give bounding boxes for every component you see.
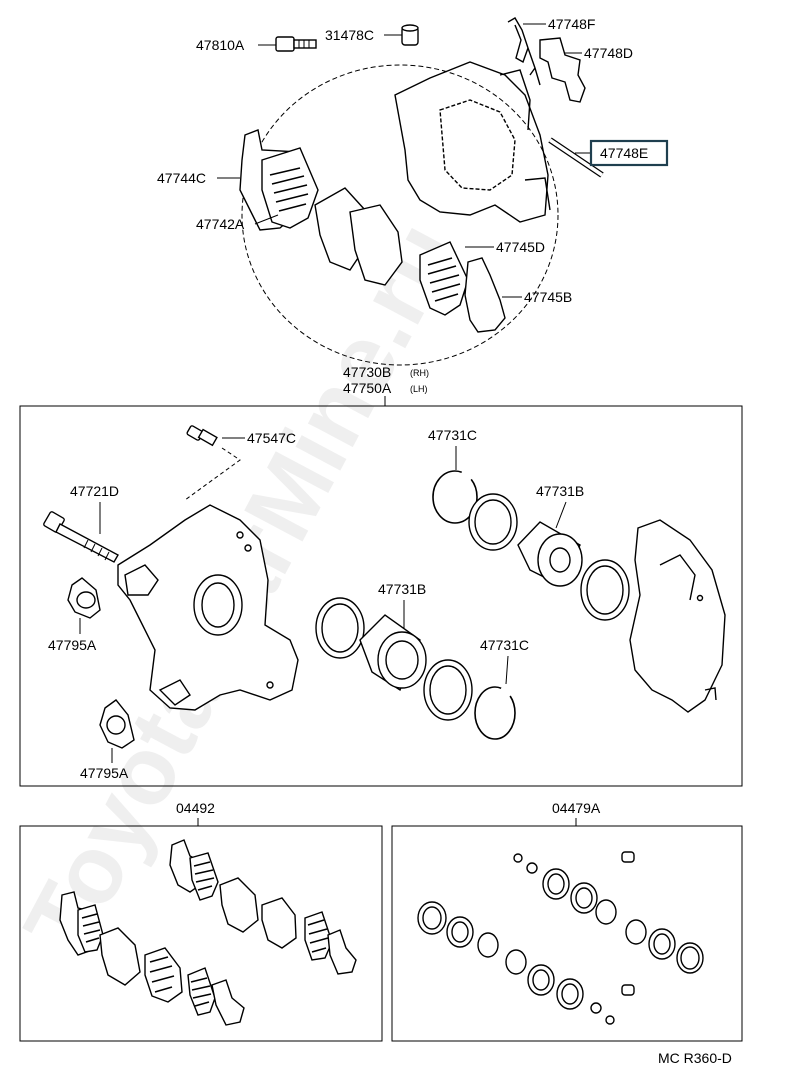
piston-center[interactable]: [359, 614, 427, 692]
kit-ring-2: [625, 919, 647, 945]
kit-small-ring-3: [590, 1002, 602, 1014]
kit-pad-3-hatch: [149, 956, 175, 993]
label-47748E[interactable]: 47748E: [600, 145, 648, 161]
pin-47748E[interactable]: [548, 137, 604, 178]
dust-boot-right[interactable]: [580, 559, 630, 621]
snap-ring-47731C-bottom[interactable]: [474, 686, 516, 740]
label-47748D[interactable]: 47748D: [584, 45, 633, 61]
label-47745D[interactable]: 47745D: [496, 239, 545, 255]
piston-right[interactable]: [517, 521, 583, 587]
label-47745B[interactable]: 47745B: [524, 289, 572, 305]
label-47744C[interactable]: 47744C: [157, 170, 206, 186]
label-47795A-top[interactable]: 47795A: [48, 637, 97, 653]
label-47721D[interactable]: 47721D: [70, 483, 119, 499]
kit-backing-1: [99, 927, 141, 986]
shim-47745B[interactable]: [464, 257, 506, 333]
bleeder-plug-47547C[interactable]: [186, 425, 218, 447]
kit-seal-7: [527, 964, 555, 996]
steering-knuckle: [394, 61, 551, 223]
kit-backing-4: [261, 897, 297, 949]
brake-rotor-outline: [241, 64, 559, 366]
kit-cap-1: [621, 851, 635, 863]
leader-47731B-right: [555, 501, 567, 529]
label-47795A-bottom[interactable]: 47795A: [80, 765, 129, 781]
leader-47731C-bottom: [505, 655, 509, 685]
label-31478C[interactable]: 31478C: [325, 27, 374, 43]
footer-code: MC R360-D: [658, 1050, 732, 1066]
kit-pad-1: [77, 904, 104, 953]
label-47730B[interactable]: 47730B: [343, 364, 391, 380]
brake-pad-backing-inner: [314, 187, 403, 286]
kit-small-ring-4: [605, 1015, 615, 1025]
label-47742A[interactable]: 47742A: [196, 216, 245, 232]
brake-pad-47742A[interactable]: [261, 147, 319, 229]
dust-boot-center[interactable]: [423, 659, 473, 721]
snap-ring-47731C-top[interactable]: [432, 470, 478, 524]
kit-seal-2: [570, 882, 598, 914]
kit-ring-3: [477, 932, 499, 958]
label-47731B-center[interactable]: 47731B: [378, 581, 426, 597]
kit-shim-4: [211, 979, 245, 1026]
kit-ring-4: [505, 949, 527, 975]
leader-47742A: [254, 214, 279, 225]
kit-04479A-frame: [391, 825, 743, 1042]
kit-seal-3: [648, 928, 676, 960]
label-47748F[interactable]: 47748F: [548, 16, 595, 32]
bolt-47721D[interactable]: [43, 511, 119, 563]
pad-kit-contents: [59, 839, 357, 1026]
kit-seal-5: [417, 901, 447, 935]
bolt-47810A[interactable]: [275, 36, 317, 52]
label-47731B-right[interactable]: 47731B: [536, 483, 584, 499]
kit-04492-frame: [19, 825, 383, 1042]
label-lh: (LH): [410, 384, 428, 394]
spring-47748F[interactable]: [507, 17, 541, 86]
kit-seal-6: [446, 916, 474, 948]
kit-small-ring-2: [526, 862, 538, 874]
caliper-body[interactable]: [117, 504, 299, 711]
kit-pad-5: [187, 967, 216, 1016]
kit-seal-4: [676, 942, 704, 974]
kit-cap-2: [621, 984, 635, 996]
piston-seal-47731B-top[interactable]: [468, 493, 518, 551]
clip-47748D[interactable]: [539, 37, 586, 103]
label-rh: (RH): [410, 368, 429, 378]
label-47750A[interactable]: 47750A: [343, 380, 392, 396]
label-kit-04479A[interactable]: 04479A: [552, 800, 601, 816]
kit-seal-8: [556, 978, 584, 1010]
kit-ring-1: [595, 899, 617, 925]
kit-backing-3: [144, 947, 183, 1003]
kit-backing-2: [219, 877, 259, 933]
brake-pad-47745D[interactable]: [419, 241, 469, 316]
piston-seal-47731B-center[interactable]: [315, 597, 365, 659]
label-47547C[interactable]: 47547C: [247, 430, 296, 446]
caliper-outer-half[interactable]: [629, 519, 726, 713]
caliper-assembly-frame: [19, 405, 743, 787]
caliper-bushing-47795A-bottom[interactable]: [99, 699, 135, 749]
label-47810A[interactable]: 47810A: [196, 37, 245, 53]
kit-pad-2: [189, 852, 219, 901]
kit-seal-1: [542, 868, 570, 900]
bleeder-dashed-leader: [184, 447, 241, 501]
highlight-box-47748E: [589, 139, 669, 167]
label-47731C-top[interactable]: 47731C: [428, 427, 477, 443]
label-47731C-bottom[interactable]: 47731C: [480, 637, 529, 653]
label-kit-04492[interactable]: 04492: [176, 800, 215, 816]
cap-31478C[interactable]: [401, 24, 419, 46]
seal-kit-contents: [417, 851, 704, 1025]
kit-pad-4: [304, 911, 333, 961]
kit-small-ring-1: [513, 853, 523, 863]
caliper-bushing-47795A-top[interactable]: [67, 577, 101, 619]
kit-shim-3: [327, 929, 357, 975]
